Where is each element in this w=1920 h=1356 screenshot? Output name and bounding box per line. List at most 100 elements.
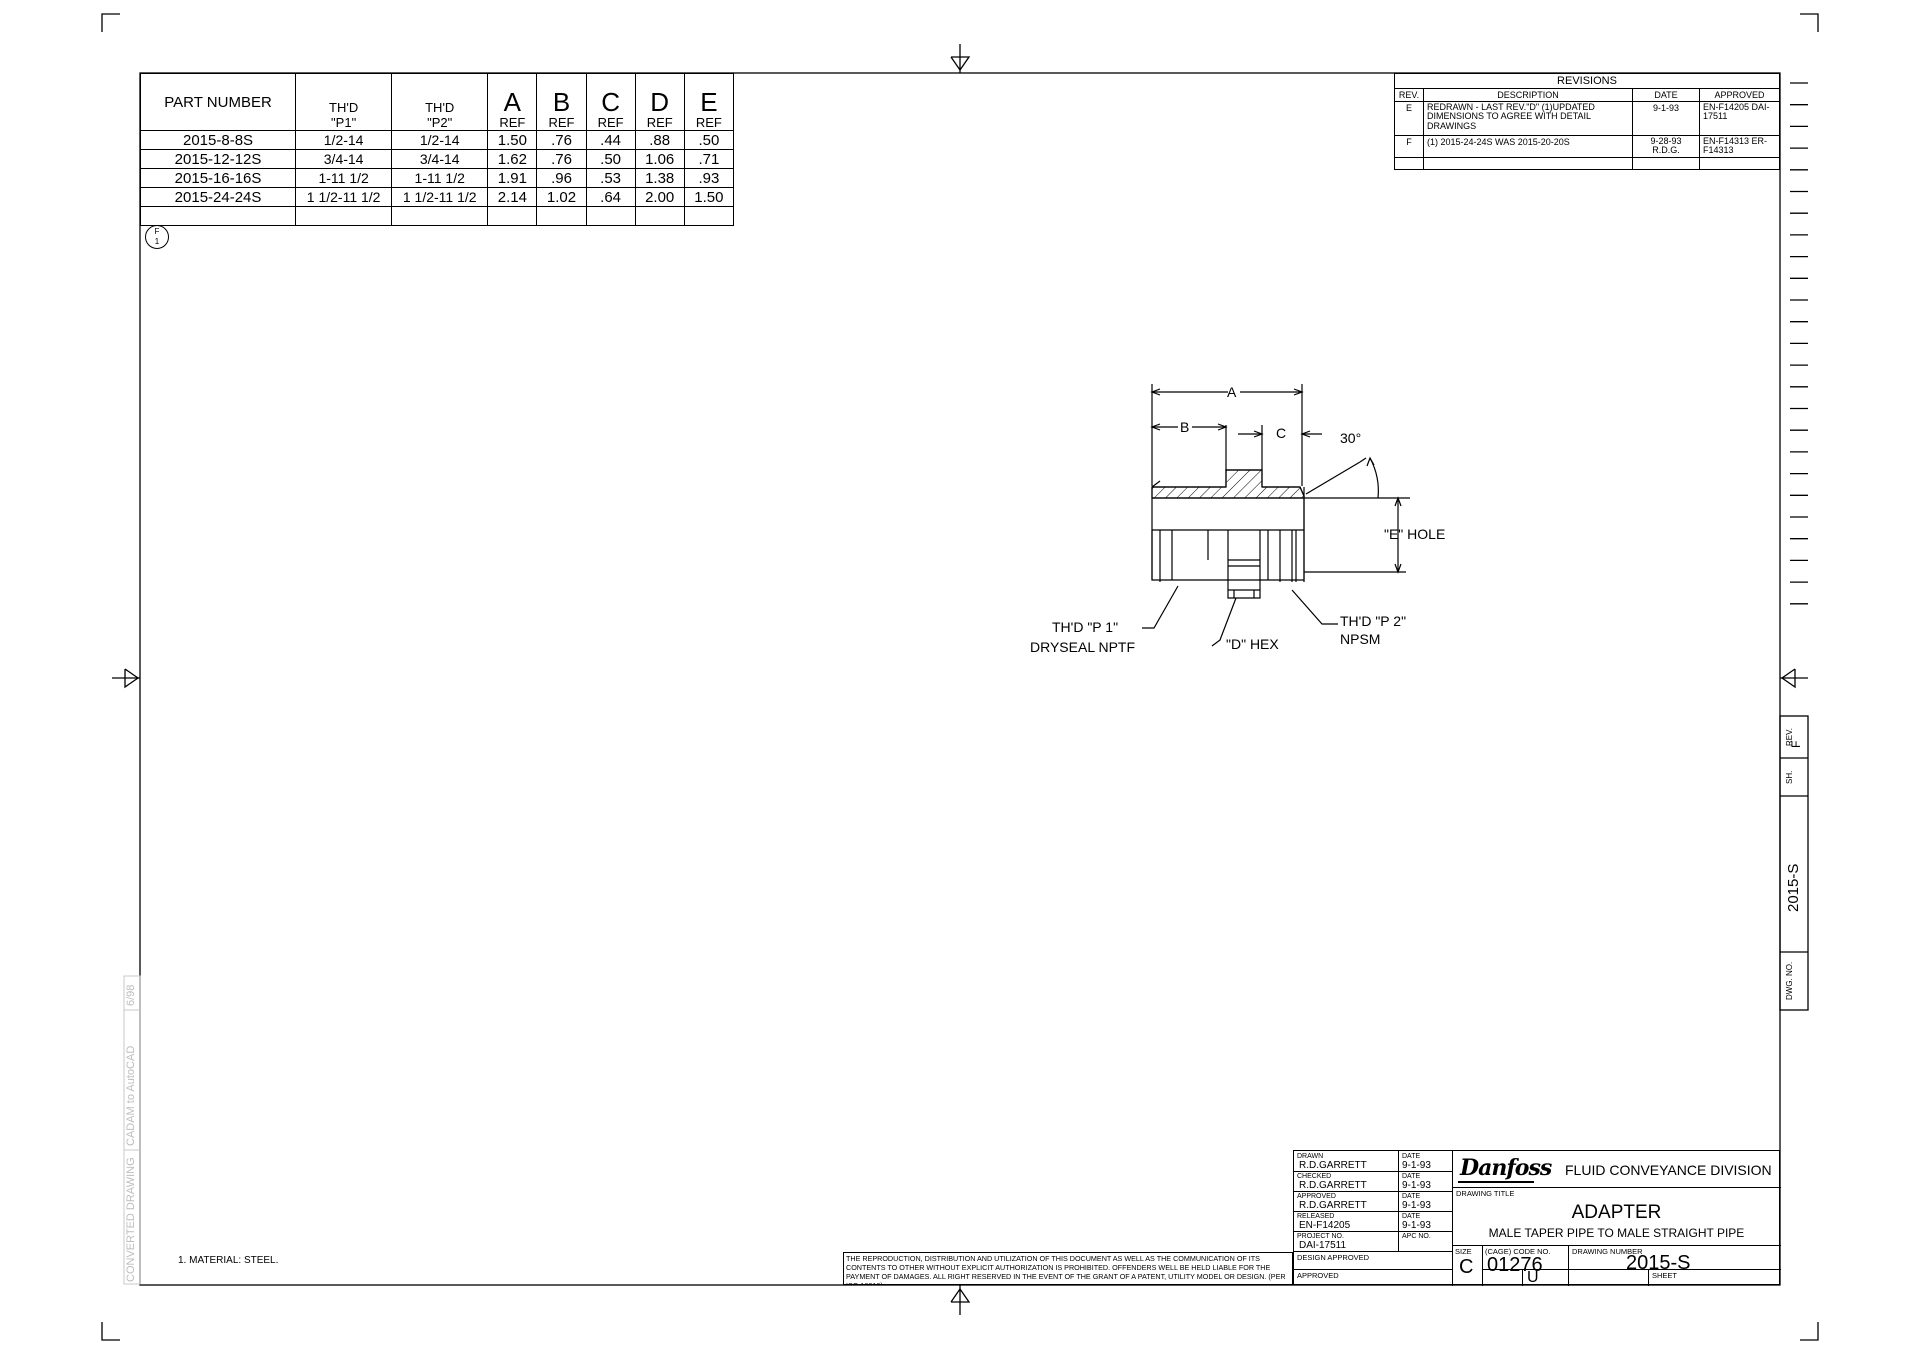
edge-ticks [1790,82,1808,605]
copyright-notice: THE REPRODUCTION, DISTRIBUTION AND UTILI… [843,1252,1293,1285]
project-label: PROJECT NO. [1297,1233,1344,1240]
column-header-main: E [700,87,718,117]
column-header-sub: "P2" [427,115,453,130]
side-dwg-label: DWG. NO. [1785,961,1794,1000]
table-cell: 2015-24-24S [139,187,297,207]
d-hex-label: "D" HEX [1226,636,1279,652]
table-cell: 1.06 [634,149,685,169]
dim-b-label: B [1180,419,1190,435]
approved2-label: APPROVED [1297,1271,1339,1280]
drawing-number: 2015-S [1626,1252,1691,1274]
column-header-main: A [503,87,522,117]
checked-date-label: DATE [1402,1173,1421,1180]
checked-label: CHECKED [1297,1173,1332,1180]
project-value: DAI-17511 [1299,1240,1347,1251]
p2-npsm-label: NPSM [1340,631,1381,647]
column-header-sub: "P1" [331,115,357,130]
dim-c-label: C [1276,425,1287,441]
table-cell: .44 [585,130,636,150]
side-rev-value: F [1789,740,1803,748]
angle-label: 30° [1340,430,1362,446]
cage-value: 01276 [1487,1254,1543,1276]
column-header-sub: REF [548,115,575,130]
material-note: 1. MATERIAL: STEEL. [178,1255,279,1266]
table-cell: 1 1/2-11 1/2 [391,187,489,207]
p2-thread-label: TH'D "P 2" [1340,613,1407,629]
rev-date: 9-1-93 [1632,101,1700,136]
drawing-number-label: DRAWING NUMBER [1572,1247,1643,1256]
table-cell [683,206,735,226]
released-date: 9-1-93 [1402,1220,1431,1231]
approved-col-header: APPROVED [1699,88,1780,102]
column-header-main: PART NUMBER [164,93,272,111]
released-date-label: DATE [1402,1213,1421,1220]
approved-label: APPROVED [1297,1193,1336,1200]
logo-underline [1458,1181,1534,1183]
column-header-sub: REF [499,115,526,130]
approved-value: R.D.GARRETT [1299,1200,1367,1211]
column-header-main: C [601,87,620,117]
cage-label: (CAGE) CODE NO. [1485,1247,1551,1256]
column-header-main: D [650,87,670,117]
size-value: C [1459,1256,1474,1278]
table-cell: 1.50 [487,130,538,150]
table-cell: .96 [536,168,587,188]
dim-a-label: A [1227,384,1237,400]
u-value: U [1527,1269,1539,1286]
drawing-title: ADAPTER [1571,1202,1662,1223]
sheet-label: SHEET [1652,1271,1678,1280]
checked-value: R.D.GARRETT [1299,1180,1367,1191]
table-cell: .50 [585,149,636,169]
table-cell: 2.00 [634,187,685,207]
danfoss-logo: Danfoss [1460,1155,1552,1181]
table-cell: .76 [536,130,587,150]
approved-date-label: DATE [1402,1193,1421,1200]
table-row [139,206,735,226]
size-label: SIZE [1455,1247,1472,1256]
column-header: TH'D"P1" [295,73,393,131]
e-hole-label: "E" HOLE [1384,526,1446,542]
side-sh-label: SH. [1785,770,1794,784]
released-label: RELEASED [1297,1213,1335,1220]
drawn-label: DRAWN [1297,1153,1324,1160]
column-header-sub: REF [597,115,624,130]
column-header-main: TH'D [425,100,455,115]
drawn-date-label: DATE [1402,1153,1421,1160]
table-cell: .93 [683,168,735,188]
released-value: EN-F14205 [1299,1220,1351,1231]
p1-thread-label: TH'D "P 1" [1052,619,1119,635]
drawing-title-label: DRAWING TITLE [1456,1189,1515,1198]
flag-number: 1 [154,237,160,246]
table-cell: .50 [683,130,735,150]
table-cell [536,206,587,226]
drawing-subtitle: MALE TAPER PIPE TO MALE STRAIGHT PIPE [1488,1226,1745,1240]
revision-flag: F 1 [145,225,169,249]
side-dwg-no: 2015-S [1785,863,1802,912]
division-label: FLUID CONVEYANCE DIVISION [1565,1162,1772,1178]
table-cell: 1.62 [487,149,538,169]
flag-letter: F [154,227,160,236]
column-header-sub: REF [646,115,673,130]
p1-dryseal-label: DRYSEAL NPTF [1030,639,1136,655]
column-header-main: B [552,87,571,117]
drawn-date: 9-1-93 [1402,1160,1431,1171]
watermark-date: 6/98 [125,984,137,1006]
table-cell [487,206,538,226]
table-cell: 2015-16-16S [139,168,297,188]
apc-label: APC NO. [1402,1233,1431,1240]
revisions-table: REVISIONS REV. DESCRIPTION DATE APPROVED… [1394,73,1780,170]
column-header-main: TH'D [329,100,359,115]
drawn-value: R.D.GARRETT [1299,1160,1367,1171]
rev-approved: EN-F14205 DAI-17511 [1699,101,1780,136]
table-cell: 1/2-14 [295,130,393,150]
title-block: DRAWN R.D.GARRETT DATE 9-1-93 CHECKED R.… [1293,1150,1781,1286]
checked-date: 9-1-93 [1402,1180,1431,1191]
column-header-sub: REF [695,115,722,130]
